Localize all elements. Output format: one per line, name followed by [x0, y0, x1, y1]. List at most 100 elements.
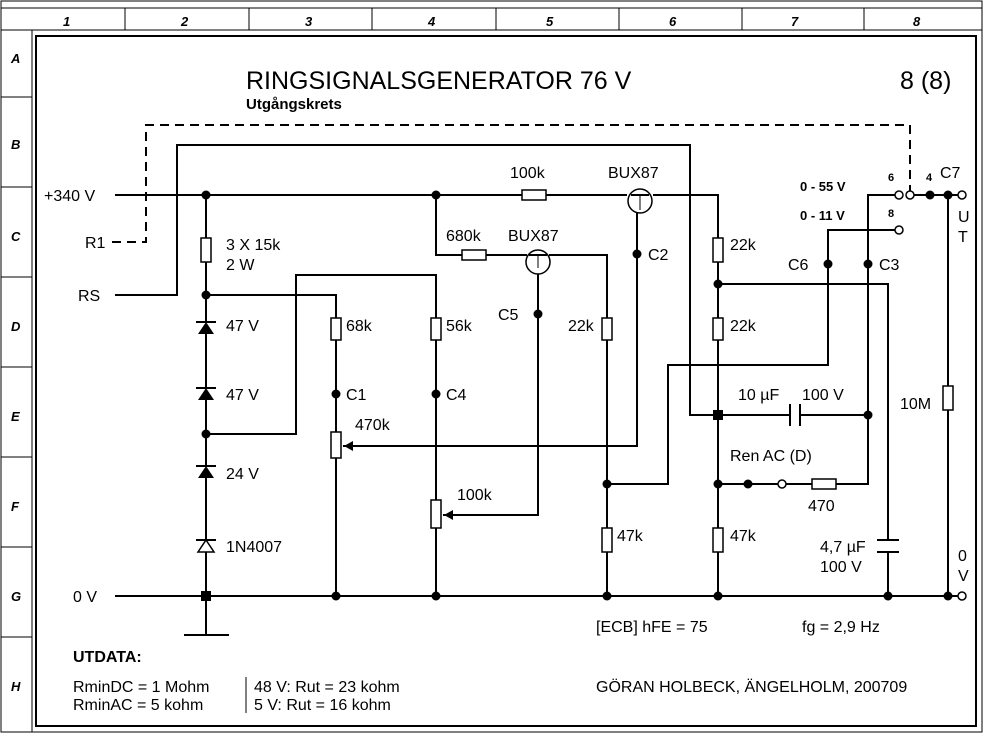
label-cap10u: 10 µF	[738, 387, 779, 404]
row-label-C: C	[11, 229, 21, 244]
resistor-22k-b	[712, 237, 724, 263]
capacitor-10uf	[789, 404, 801, 426]
label-r470: 470	[808, 498, 835, 515]
r680k-left-wire	[435, 194, 463, 256]
footer-rminac: RminAC = 5 kohm	[73, 697, 203, 714]
row-label-D: D	[11, 319, 21, 334]
label-ground: 0 V	[73, 589, 97, 606]
footer-utdata: UTDATA:	[73, 649, 142, 666]
diode-1n4007	[196, 538, 216, 553]
row-label-G: G	[11, 589, 21, 604]
q2-emitter-wire	[653, 194, 719, 239]
label-terminal-6: 6	[888, 172, 894, 184]
label-out-v: V	[958, 568, 969, 585]
label-diode: 1N4007	[226, 539, 282, 556]
row-label-H: H	[11, 679, 21, 694]
label-c2: C2	[648, 247, 669, 264]
label-c7: C7	[940, 165, 961, 182]
label-ecb-hfe: [ECB] hFE = 75	[596, 619, 708, 636]
label-r47k-a: 47k	[617, 528, 644, 545]
zener-diode-24v	[196, 465, 216, 478]
resistor-100k	[521, 189, 547, 201]
footer-5v: 5 V: Rut = 16 kohm	[254, 697, 391, 714]
pot470k-wiper-arrow	[344, 441, 353, 451]
label-supply: +340 V	[44, 188, 95, 205]
label-ren-ac: Ren AC (D)	[730, 448, 812, 465]
label-3x15k-power: 2 W	[226, 257, 255, 274]
transistor-q1	[525, 249, 551, 275]
resistor-10m	[942, 385, 954, 411]
footer-rmindc: RminDC = 1 Mohm	[73, 679, 209, 696]
potentiometer-100k	[430, 499, 442, 529]
resistor-22k-c	[712, 317, 724, 341]
label-r22k-c: 22k	[730, 318, 757, 335]
label-zener-1: 47 V	[226, 318, 259, 335]
zener-diode-47v-1	[196, 321, 216, 334]
label-out-u: U	[958, 209, 970, 226]
diagram-subtitle: Utgångskrets	[246, 96, 342, 113]
row-dividers	[1, 96, 32, 638]
resistor-470	[811, 478, 837, 490]
cap47-feed-wire	[717, 283, 889, 541]
col-label-5: 5	[546, 14, 554, 29]
pot470k-wiper-wire	[343, 194, 638, 447]
page-number: 8 (8)	[900, 67, 951, 95]
transistor-q2	[627, 188, 653, 214]
r68k-top-wire	[205, 294, 337, 319]
label-c3: C3	[879, 257, 900, 274]
drawing-border	[35, 35, 977, 727]
label-terminal-4: 4	[926, 172, 933, 184]
label-out-0: 0	[958, 548, 967, 565]
col-label-4: 4	[427, 14, 436, 29]
zener-diode-47v-2	[196, 387, 216, 400]
label-c4: C4	[446, 387, 467, 404]
label-cap10u-voltage: 100 V	[802, 387, 844, 404]
potentiometer-470k	[330, 431, 342, 459]
footer-author: GÖRAN HOLBECK, ÄNGELHOLM, 200709	[596, 678, 907, 696]
label-3x15k: 3 X 15k	[226, 237, 281, 254]
q1-emitter-wire	[549, 254, 608, 319]
row-label-E: E	[11, 409, 20, 424]
row-label-A: A	[10, 51, 20, 66]
resistor-68k	[330, 317, 342, 341]
label-r68k: 68k	[346, 318, 373, 335]
col-label-2: 2	[180, 14, 189, 29]
label-cap47: 4,7 µF	[820, 539, 866, 556]
r56k-feed-wire	[205, 274, 437, 435]
diagram-title: RINGSIGNALSGENERATOR 76 V	[246, 67, 632, 95]
label-cap47-voltage: 100 V	[820, 559, 862, 576]
label-r680k: 680k	[446, 228, 482, 245]
label-r56k: 56k	[446, 318, 473, 335]
row-label-F: F	[11, 499, 20, 514]
c6-wire	[606, 229, 896, 485]
label-r1: R1	[85, 235, 106, 252]
column-labels: 1 2 3 4 5 6 7 8	[63, 14, 921, 29]
label-pot100k: 100k	[457, 487, 493, 504]
label-c5: C5	[498, 307, 519, 324]
label-c6: C6	[788, 257, 809, 274]
col-label-3: 3	[305, 14, 313, 29]
rs-wire	[115, 144, 719, 416]
resistor-47k-a	[601, 527, 613, 553]
label-r100k: 100k	[510, 165, 546, 182]
col-label-7: 7	[791, 14, 799, 29]
pot100k-wiper-wire	[443, 267, 539, 516]
label-range-55: 0 - 55 V	[800, 179, 846, 194]
capacitor-4-7uf	[877, 539, 899, 553]
col-label-1: 1	[63, 14, 70, 29]
label-r22k-b: 22k	[730, 237, 757, 254]
footer-48v: 48 V: Rut = 23 kohm	[254, 679, 400, 696]
label-r47k-b: 47k	[730, 528, 757, 545]
row-label-B: B	[11, 137, 20, 152]
resistor-47k-b	[712, 527, 724, 553]
r1-dashed-link	[112, 124, 911, 243]
resistor-680k	[461, 249, 487, 261]
junction-dots	[201, 190, 953, 601]
label-r10m: 10M	[900, 396, 931, 413]
label-zener-2: 47 V	[226, 387, 259, 404]
pot100k-wiper-arrow	[444, 510, 453, 520]
resistor-3x15k	[200, 237, 212, 263]
label-q1: BUX87	[508, 228, 559, 245]
label-r22k-a: 22k	[568, 318, 595, 335]
col-label-6: 6	[669, 14, 677, 29]
